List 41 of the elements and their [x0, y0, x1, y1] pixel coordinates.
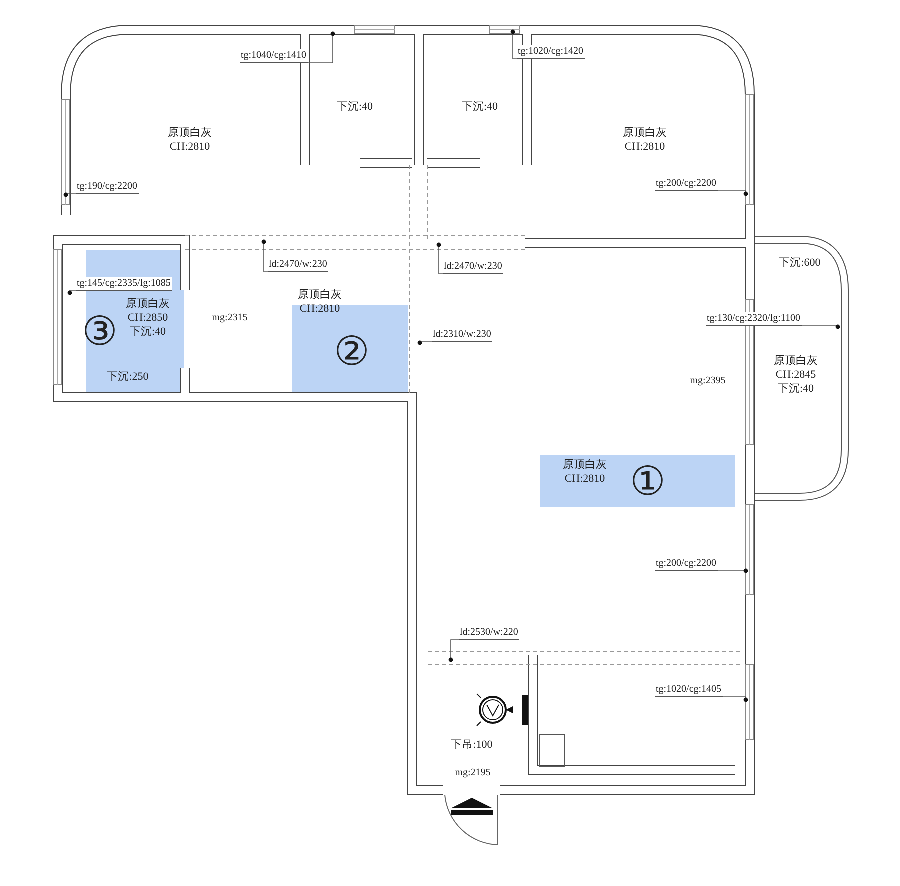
room-annotation: 下沉:600	[779, 256, 821, 270]
room-annotation: 下沉:40	[462, 100, 498, 114]
dimension-label: mg:2315	[212, 312, 248, 326]
leader-line	[722, 696, 748, 702]
leader-text: ld:2470/w:230	[268, 258, 328, 272]
leader-text: tg:1020/cg:1420	[517, 45, 585, 59]
dimension-label: mg:2395	[690, 374, 726, 388]
leader-text: tg:130/cg:2320/lg:1100	[706, 312, 802, 326]
leader-line	[68, 290, 76, 296]
leader-line	[510, 30, 518, 60]
circled-number: ③	[82, 310, 118, 354]
leader-text: ld:2530/w:220	[459, 626, 520, 640]
leader-line	[418, 340, 432, 346]
room-annotation: 原顶白灰 CH:2810	[298, 288, 342, 316]
leader-text: tg:190/cg:2200	[76, 180, 139, 194]
leader-line	[801, 324, 840, 330]
circled-number: ②	[334, 330, 370, 374]
room-annotation: 下沉:40	[336, 100, 374, 114]
dimension-label: mg:2195	[455, 766, 491, 780]
room-annotation: 原顶白灰 CH:2810	[168, 126, 212, 154]
leader-line	[64, 192, 76, 198]
room-annotation: 下沉:250	[107, 370, 149, 384]
room-annotation: 原顶白灰 CH:2810	[563, 458, 607, 486]
room-annotation: 原顶白灰 CH:2845 下沉:40	[774, 354, 818, 396]
leader-text: tg:200/cg:2200	[655, 557, 718, 571]
leader-text: ld:2470/w:230	[443, 260, 504, 274]
circled-number: ①	[630, 460, 666, 504]
leader-text: tg:1040/cg:1410	[240, 49, 308, 63]
leader-line	[262, 240, 268, 272]
leader-text: tg:145/cg:2335/lg:1085	[76, 277, 172, 291]
leader-line	[448, 640, 460, 662]
room-annotation: 原顶白灰 CH:2810	[623, 126, 667, 154]
leader-line	[717, 568, 748, 574]
leader-text: ld:2310/w:230	[432, 328, 492, 342]
leader-line	[307, 32, 336, 64]
room-annotation: 原顶白灰 CH:2850 下沉:40	[126, 297, 170, 339]
leader-text: tg:200/cg:2200	[655, 177, 718, 191]
leader-text: tg:1020/cg:1405	[655, 683, 723, 697]
leader-line	[717, 190, 748, 196]
room-annotation: 下吊:100	[451, 738, 493, 752]
leader-line	[436, 242, 444, 274]
